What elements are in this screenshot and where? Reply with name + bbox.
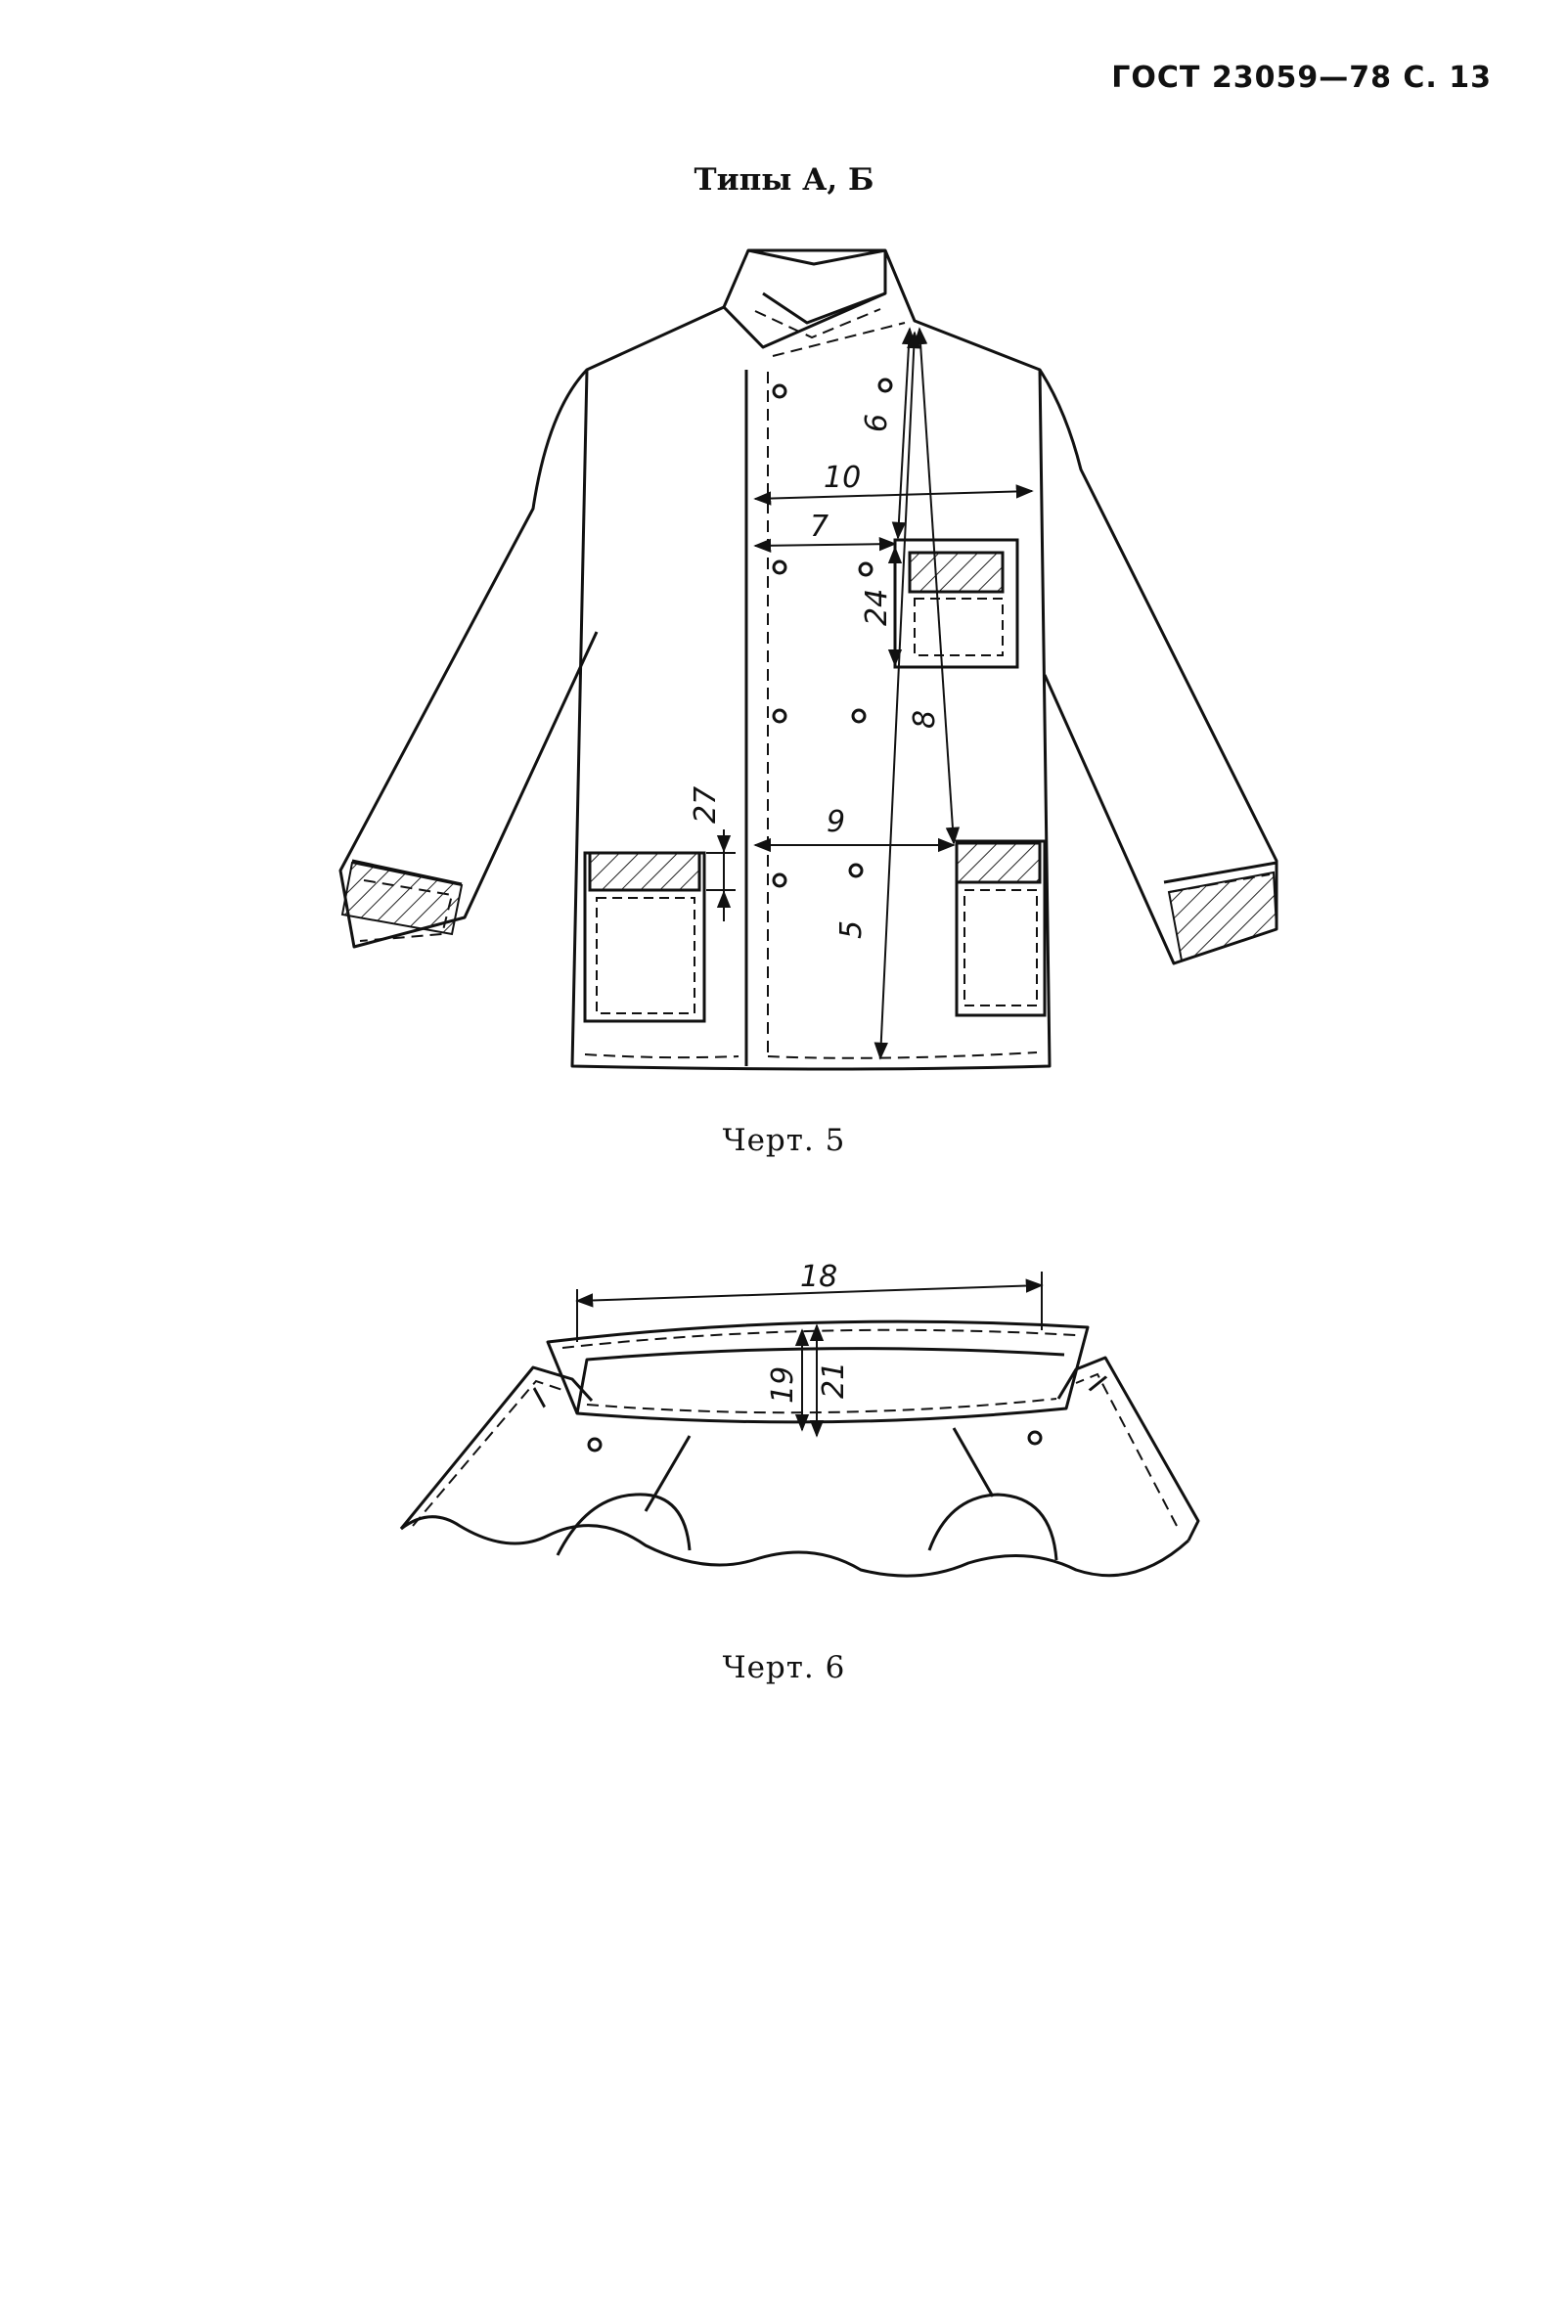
label-10: 10 (824, 461, 861, 495)
dim-5-line (874, 331, 921, 1060)
label-19: 19 (766, 1366, 800, 1404)
page-header: ГОСТ 23059—78 С. 13 (1111, 61, 1492, 95)
section-title: Типы А, Б (694, 162, 874, 198)
label-24: 24 (860, 589, 894, 626)
collar-drawing: 18 19 21 I I (399, 1260, 1200, 1578)
figure5-caption: Черт. 5 (722, 1123, 846, 1158)
label-left-mark: I (526, 1383, 555, 1415)
label-7: 7 (810, 510, 829, 544)
label-18: 18 (800, 1260, 837, 1294)
jacket-drawing: 10 7 6 24 8 27 9 5 (338, 248, 1278, 1071)
right-sleeve (1038, 369, 1278, 965)
label-8: 8 (908, 710, 942, 729)
label-9: 9 (827, 805, 845, 839)
dim-7-line (753, 537, 897, 553)
right-cuff (1167, 871, 1278, 962)
left-lower-pocket (583, 851, 706, 1023)
dim-8-line (913, 327, 961, 845)
label-5: 5 (834, 920, 869, 939)
label-6: 6 (860, 414, 894, 432)
label-21: 21 (817, 1362, 851, 1399)
left-sleeve (338, 368, 599, 949)
right-lower-pocket (955, 839, 1047, 1017)
buttons (772, 378, 893, 888)
label-27: 27 (689, 786, 723, 824)
jacket-body-outline (570, 248, 1052, 1071)
collar (722, 250, 887, 349)
figure6-caption: Черт. 6 (722, 1650, 846, 1685)
collar-band (546, 1319, 1090, 1424)
dim-18-line (575, 1278, 1044, 1308)
left-cuff (340, 861, 464, 936)
